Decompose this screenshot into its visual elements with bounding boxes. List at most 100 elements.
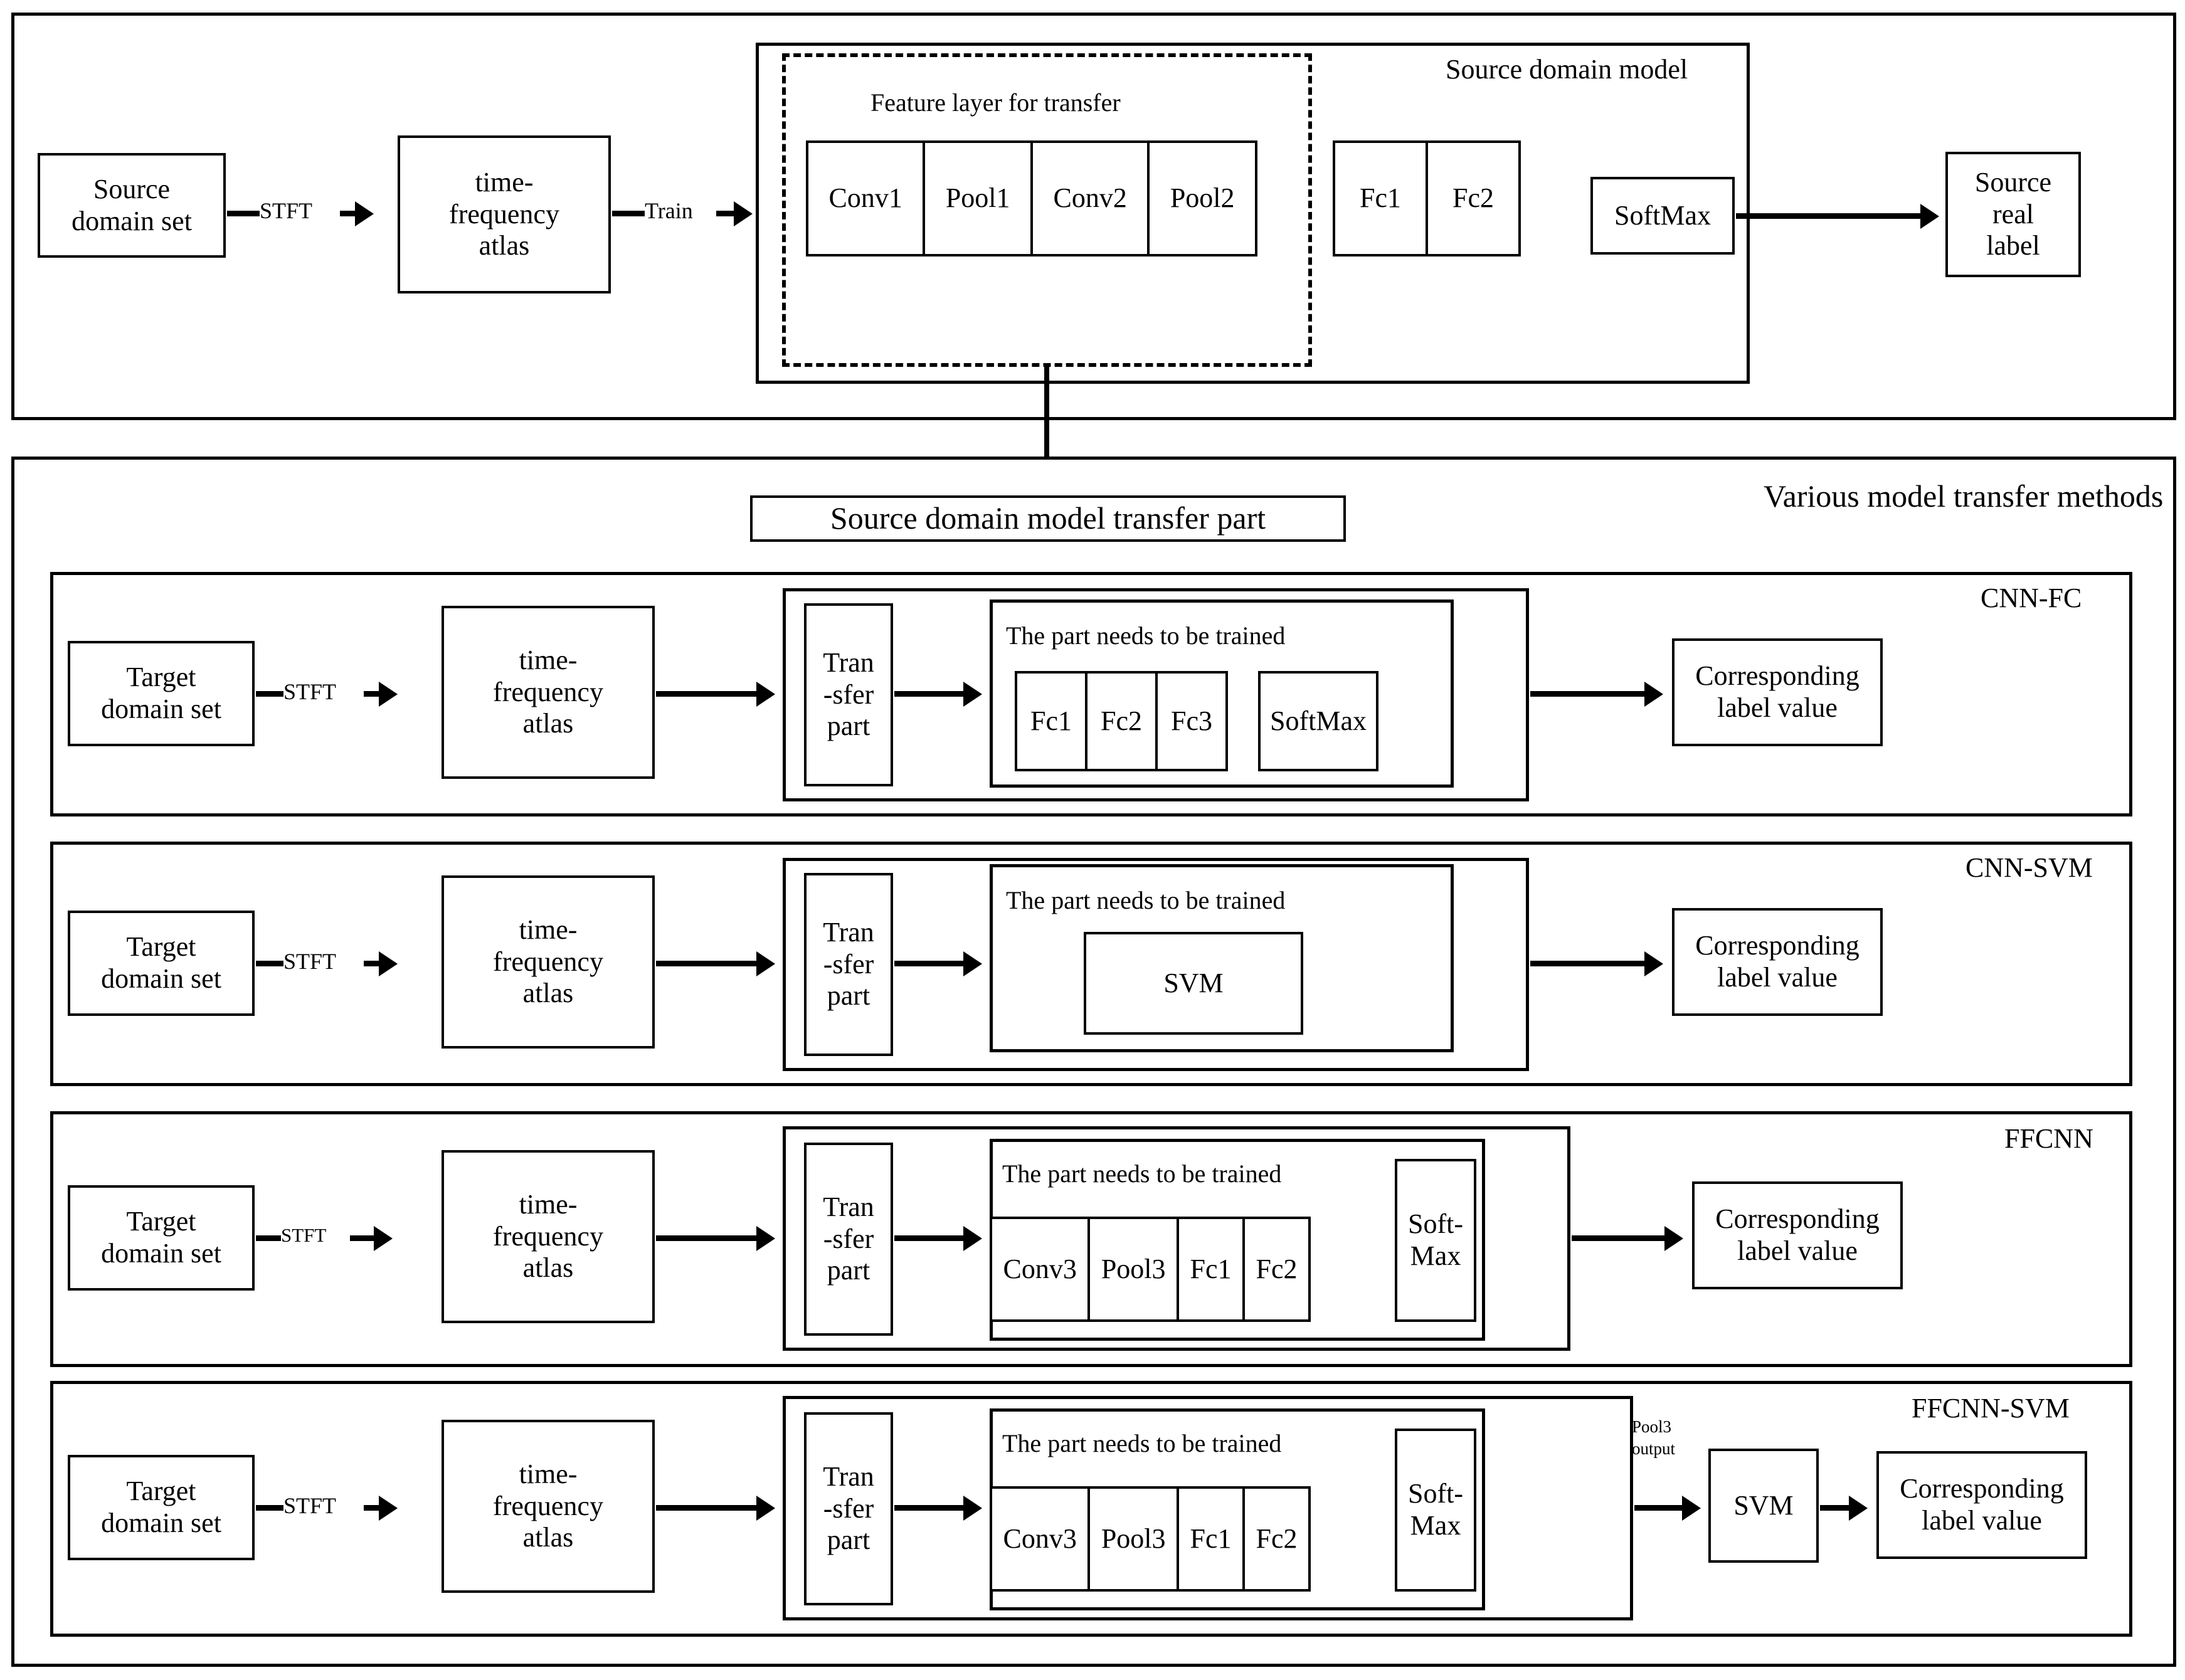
row-tag-cnn-svm: CNN-SVM [1965,852,2093,883]
layer-cell-pool1: Pool1 [925,143,1033,254]
trained-layer-strip-4: Conv3 Pool3 Fc1 Fc2 [990,1486,1311,1592]
arrow-atlas-to-train-line [612,211,645,216]
arrowhead-1-transfer [963,682,982,707]
arrow-line-4b [364,1505,380,1511]
layer-cell-fc3-row1: Fc3 [1171,705,1212,736]
pool3-output-label: Pool3 output [1632,1417,1676,1459]
arrow-line-2e [1530,961,1649,966]
arrowhead-3-atlas [756,1226,775,1251]
train-label: Train [645,198,693,223]
layer-cell-fc2-row3: Fc2 [1256,1253,1298,1284]
source-domain-model-transfer-part-box: Source domain model transfer part [750,495,1346,542]
output-label-box-3: Corresponding label value [1692,1181,1903,1289]
arrowhead-4-to-svm [1682,1496,1701,1521]
layer-cell-pool2: Pool2 [1170,182,1235,214]
row-tag-cnn-fc: CNN-FC [1981,583,2082,613]
arrow-stft-to-atlas-line [340,211,356,216]
arrowhead-1-atlas [756,682,775,707]
arrowhead-3-transfer [963,1226,982,1251]
transfer-part-box-1: Tran -sfer part [804,603,893,786]
arrow-line-4f [1820,1505,1853,1511]
layer-cell-fc1-row3: Fc1 [1179,1219,1246,1319]
arrowhead-train [734,201,753,226]
row-tag-ffcnn-svm: FFCNN-SVM [1912,1393,2070,1424]
time-frequency-atlas-box-4: time- frequency atlas [442,1420,655,1593]
arrow-line-2d [894,961,968,966]
feature-layer-title: Feature layer for transfer [870,88,1121,117]
source-domain-set-box: Source domain set [38,153,226,258]
arrowhead-2-stft [379,951,398,976]
row-tag-ffcnn: FFCNN [2004,1123,2093,1154]
arrow-line-3a [256,1235,281,1241]
layer-cell-fc2-row1: Fc2 [1087,674,1158,769]
trained-title-4: The part needs to be trained [1002,1429,1282,1457]
arrow-line-1b [364,691,380,697]
arrow-line-2a [256,961,283,966]
output-label-box-2: Corresponding label value [1672,908,1883,1016]
layer-cell-fc1-row1: Fc1 [1017,674,1087,769]
fc-layer-strip-top: Fc1 Fc2 [1333,140,1521,256]
softmax-box-top: SoftMax [1590,177,1735,255]
stft-label-top: STFT [260,198,313,223]
layer-cell-fc2-row4: Fc2 [1256,1523,1298,1554]
arrow-line-1a [256,691,283,697]
output-label-box-4: Corresponding label value [1876,1451,2087,1559]
trained-title-3: The part needs to be trained [1002,1160,1282,1188]
arrow-line-2b [364,961,380,966]
arrowhead-2-atlas [756,951,775,976]
arrow-train-to-model-line [716,211,735,216]
stft-label-4: STFT [283,1493,337,1518]
layer-cell-fc2: Fc2 [1452,182,1494,214]
arrowhead-3-stft [374,1226,393,1251]
transfer-part-box-3: Tran -sfer part [804,1143,893,1336]
target-domain-set-box-1: Target domain set [68,641,255,746]
trained-layer-strip-3: Conv3 Pool3 Fc1 Fc2 [990,1217,1311,1322]
layer-cell-pool3-row4: Pool3 [1090,1489,1180,1589]
layer-cell-conv2: Conv2 [1033,143,1150,254]
svm-box-4: SVM [1708,1449,1819,1563]
target-domain-set-box-3: Target domain set [68,1185,255,1291]
time-frequency-atlas-box-2: time- frequency atlas [442,875,655,1049]
feature-layer-strip: Conv1 Pool1 Conv2 Pool2 [806,140,1257,256]
arrowhead-4-output [1849,1496,1868,1521]
stft-label-3: STFT [281,1224,327,1246]
svm-box-2: SVM [1084,932,1303,1035]
arrow-line-4d [894,1505,968,1511]
arrowhead-1-output [1644,682,1663,707]
arrowhead-2-output [1644,951,1663,976]
arrow-line-1d [894,691,968,697]
layer-cell-pool3-row3: Pool3 [1090,1219,1180,1319]
arrow-line-1e [1530,691,1649,697]
arrowhead-4-atlas [756,1496,775,1521]
arrow-line-3e [1572,1235,1669,1241]
time-frequency-atlas-box-1: time- frequency atlas [442,606,655,779]
arrowhead-softmax-to-label [1920,204,1939,229]
stft-label-2: STFT [283,949,337,974]
bottom-section-title: Various model transfer methods [1764,478,2164,514]
time-frequency-atlas-box-3: time- frequency atlas [442,1150,655,1323]
arrowhead-3-output [1664,1226,1683,1251]
arrow-line-3d [894,1235,968,1241]
arrowhead-4-stft [379,1496,398,1521]
target-domain-set-box-4: Target domain set [68,1455,255,1560]
transfer-down-arrow-line [1044,364,1049,490]
output-label-box-1: Corresponding label value [1672,638,1883,746]
arrow-source-to-stft-line [227,211,260,216]
arrow-line-4a [256,1505,283,1511]
target-domain-set-box-2: Target domain set [68,911,255,1016]
arrow-line-2c [656,961,761,966]
softmax-box-4: Soft- Max [1395,1429,1476,1592]
trained-title-2: The part needs to be trained [1006,886,1286,914]
layer-cell-conv3-row3: Conv3 [992,1219,1091,1319]
layer-cell-conv1: Conv1 [808,143,926,254]
layer-cell-fc1: Fc1 [1335,143,1428,254]
softmax-box-3: Soft- Max [1395,1159,1476,1322]
source-domain-model-title: Source domain model [1446,54,1688,85]
trained-title-1: The part needs to be trained [1006,621,1286,650]
arrow-line-3c [656,1235,761,1241]
softmax-box-1: SoftMax [1258,671,1378,771]
time-frequency-atlas-box-top: time- frequency atlas [398,135,611,293]
transfer-part-box-4: Tran -sfer part [804,1412,893,1605]
stft-label-1: STFT [283,679,337,704]
